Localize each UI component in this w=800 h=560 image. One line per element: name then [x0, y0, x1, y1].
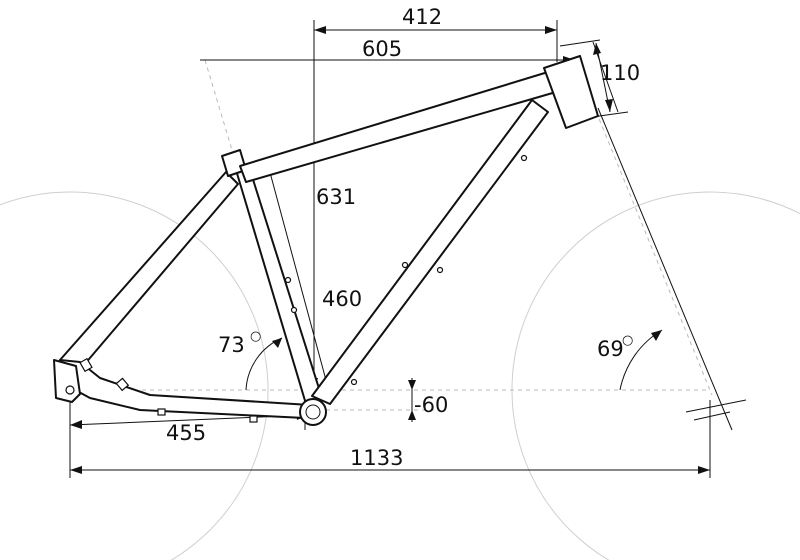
rear-wheel-outline — [0, 191, 269, 560]
chainstay-label: 455 — [166, 421, 206, 445]
seat-angle-degree-symbol: ○ — [250, 329, 261, 344]
rear-dropout — [53, 359, 81, 403]
chain-stay — [59, 359, 311, 419]
down-tube — [311, 99, 549, 405]
dimension-lines — [69, 26, 747, 474]
head-angle-label: 69 — [597, 337, 624, 361]
bottom-bracket-inner — [305, 404, 321, 420]
rear-axle — [65, 385, 75, 395]
seat-angle-arc — [245, 337, 283, 391]
head-tube — [543, 55, 599, 129]
bb-drop-label: -60 — [414, 393, 448, 417]
seat-stay — [59, 171, 239, 373]
wheelbase-label: 1133 — [350, 446, 403, 470]
reach-label: 412 — [402, 5, 442, 29]
bottom-bracket-shell — [299, 398, 327, 426]
head-tube-label: 110 — [600, 61, 640, 85]
seat-tube-label: 460 — [322, 287, 362, 311]
bike-frame — [53, 55, 599, 426]
top-tube-label: 605 — [362, 37, 402, 61]
seat-angle-label: 73 — [218, 333, 245, 357]
head-angle-arc — [619, 329, 663, 391]
stack-label: 631 — [316, 185, 356, 209]
head-angle-degree-symbol: ○ — [622, 333, 633, 348]
